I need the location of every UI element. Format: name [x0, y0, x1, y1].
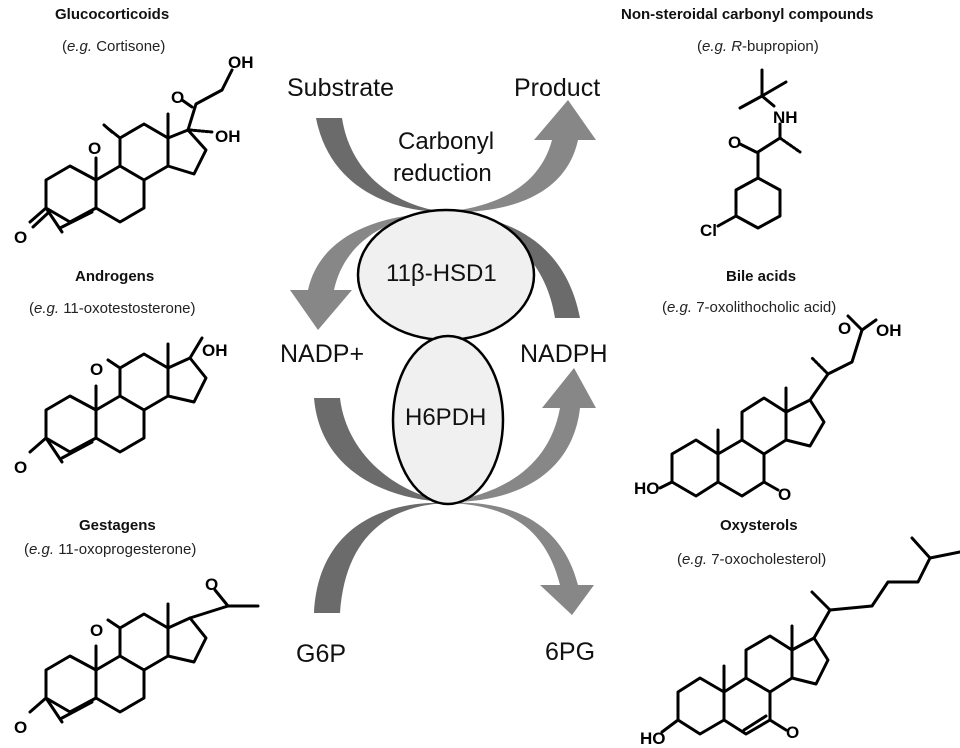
- example-name: -bupropion: [742, 38, 814, 55]
- nadph-label: NADPH: [520, 340, 608, 368]
- class-example-gestagens: (e.g. 11-oxoprogesterone): [24, 541, 197, 558]
- oxoprogesterone-atom-o-3: O: [14, 718, 27, 737]
- 6pg-arrow: [448, 502, 594, 615]
- oxolithocholic-atom-ho-3: HO: [634, 479, 660, 498]
- example-prefix: e.g.: [667, 299, 693, 316]
- example-prefix: e.g.: [682, 551, 708, 568]
- process-label-line1: Carbonyl: [398, 128, 495, 155]
- oxoprogesterone-atom-o-20: O: [205, 575, 218, 594]
- product-arrow: [445, 100, 596, 213]
- g6p-arrow: [314, 502, 448, 613]
- example-prefix: e.g.: [702, 38, 728, 55]
- class-example-glucocorticoids: (e.g. Cortisone): [62, 38, 166, 55]
- substrate-arrow: [316, 118, 445, 212]
- enzyme-h6pdh: [391, 334, 505, 506]
- example-prefix: e.g.: [67, 38, 93, 55]
- class-title-non-steroidal: Non-steroidal carbonyl compounds: [621, 6, 874, 23]
- bupropion-atom-cl: Cl: [700, 221, 717, 240]
- class-title-gestagens: Gestagens: [79, 517, 156, 534]
- oxotestosterone-atom-o-11: O: [90, 360, 103, 379]
- class-title-androgens: Androgens: [75, 268, 155, 285]
- cortisone-atom-oh-17: OH: [215, 127, 241, 146]
- class-example-bile-acids: (e.g. 7-oxolithocholic acid): [662, 299, 837, 316]
- oxocholesterol-atom-ho-3: HO: [640, 729, 666, 748]
- enzyme-11b-hsd1-label: 11β-HSD1: [386, 260, 497, 287]
- oxotestosterone-atom-o-3: O: [14, 458, 27, 477]
- bupropion-structure: [716, 68, 802, 230]
- cortisone-atom-o-20: O: [171, 88, 184, 107]
- process-label-line2: reduction: [393, 160, 492, 187]
- example-name: Cortisone: [96, 38, 161, 55]
- nadp-plus-label: NADP+: [280, 340, 365, 368]
- class-example-non-steroidal: (e.g. R-bupropion): [697, 38, 819, 55]
- bupropion-atom-nh: NH: [773, 108, 798, 127]
- oxocholesterol-structure: [660, 536, 960, 736]
- example-stereo-prefix: R: [731, 38, 743, 55]
- oxocholesterol-atom-o-7: O: [786, 723, 799, 742]
- class-example-oxysterols: (e.g. 7-oxocholesterol): [677, 551, 827, 568]
- class-title-oxysterols: Oxysterols: [720, 517, 798, 534]
- product-label: Product: [514, 74, 601, 102]
- example-prefix: e.g.: [29, 541, 55, 558]
- example-name: 11-oxotestosterone: [63, 300, 191, 317]
- cortisone-structure: [28, 68, 234, 234]
- oxolithocholic-atom-o-7: O: [778, 485, 791, 504]
- class-title-bile-acids: Bile acids: [726, 268, 797, 285]
- nadp-plus-arrow: [290, 213, 445, 330]
- oxotestosterone-atom-oh-17: OH: [202, 341, 228, 360]
- sixpg-label: 6PG: [545, 638, 596, 666]
- example-name: 11-oxoprogesterone: [58, 541, 192, 558]
- oxotestosterone-structure: [28, 336, 208, 464]
- class-example-androgens: (e.g. 11-oxotestosterone): [29, 300, 196, 317]
- oxolithocholic-atom-o-acid: O: [838, 319, 851, 338]
- enzyme-h6pdh-label: H6PDH: [405, 404, 487, 431]
- oxoprogesterone-atom-o-11: O: [90, 621, 103, 640]
- bupropion-atom-o: O: [728, 133, 741, 152]
- substrate-label: Substrate: [287, 74, 395, 102]
- nadph-arrow: [448, 368, 596, 503]
- example-prefix: e.g.: [34, 300, 60, 317]
- example-name: 7-oxocholesterol: [711, 551, 822, 568]
- cortisone-atom-o-11: O: [88, 139, 101, 158]
- cortisone-atom-o-3: O: [14, 228, 27, 247]
- oxolithocholic-acid-structure: [658, 314, 878, 498]
- oxolithocholic-atom-oh-acid: OH: [876, 321, 902, 340]
- class-title-glucocorticoids: Glucocorticoids: [55, 6, 170, 23]
- oxoprogesterone-structure: [28, 588, 260, 724]
- nadp-plus-consumption-arrow: [314, 398, 448, 502]
- example-name: 7-oxolithocholic acid: [696, 299, 832, 316]
- g6p-label: G6P: [296, 640, 347, 668]
- cortisone-atom-oh-21: OH: [228, 53, 254, 72]
